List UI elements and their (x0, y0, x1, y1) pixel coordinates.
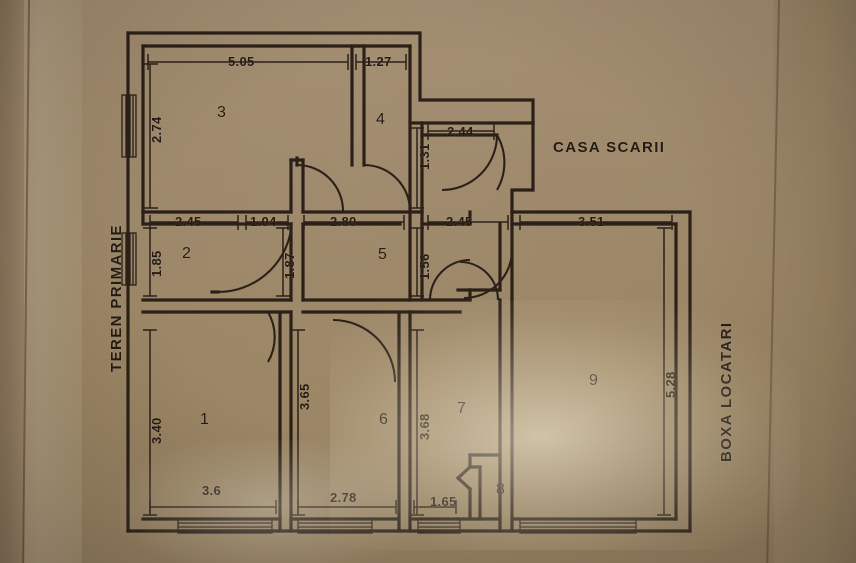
page-edge-highlight (22, 0, 82, 563)
dim-2-44: 2.44 (447, 124, 474, 139)
dim-1-87: 1.87 (282, 252, 297, 279)
room-number-3: 3 (217, 104, 226, 121)
dim-1-04: 1.04 (250, 214, 277, 229)
room-number-5: 5 (378, 246, 387, 263)
label-boxa-locatari: BOXA LOCATARI (718, 321, 735, 462)
dim-1-85: 1.85 (149, 250, 164, 277)
dim-3-65: 3.65 (297, 383, 312, 410)
dim-5-05: 5.05 (228, 54, 255, 69)
dim-2-45-corridor: 2.45 (446, 214, 473, 229)
label-teren-primarie: TEREN PRIMARIE (108, 224, 125, 372)
room-number-7: 7 (457, 400, 466, 417)
dim-3-51: 3.51 (578, 214, 605, 229)
dim-1-27: 1.27 (365, 54, 392, 69)
room-number-4: 4 (376, 111, 385, 128)
dim-2-80: 2.80 (330, 214, 357, 229)
dim-3-6: 3.6 (202, 483, 221, 498)
dim-1-56: 1.56 (417, 253, 432, 280)
page-edge-left (0, 0, 24, 563)
dim-3-68: 3.68 (417, 413, 432, 440)
room-number-6: 6 (379, 411, 388, 428)
room-number-1: 1 (200, 411, 209, 428)
room-number-8: 8 (496, 481, 505, 498)
dim-5-28: 5.28 (663, 371, 678, 398)
room-number-9: 9 (589, 372, 598, 389)
door-swings (210, 134, 514, 383)
label-casa-scarii: CASA SCARII (553, 139, 666, 156)
dim-2-45-room2: 2.45 (175, 214, 202, 229)
windows (121, 94, 637, 534)
dim-1-31: 1.31 (417, 143, 432, 170)
dim-3-40: 3.40 (149, 417, 164, 444)
dim-2-78: 2.78 (330, 490, 357, 505)
dim-1-65: 1.65 (430, 494, 457, 509)
room-number-2: 2 (182, 245, 191, 262)
dimension-lines (142, 54, 673, 516)
dim-2-74: 2.74 (149, 116, 164, 143)
